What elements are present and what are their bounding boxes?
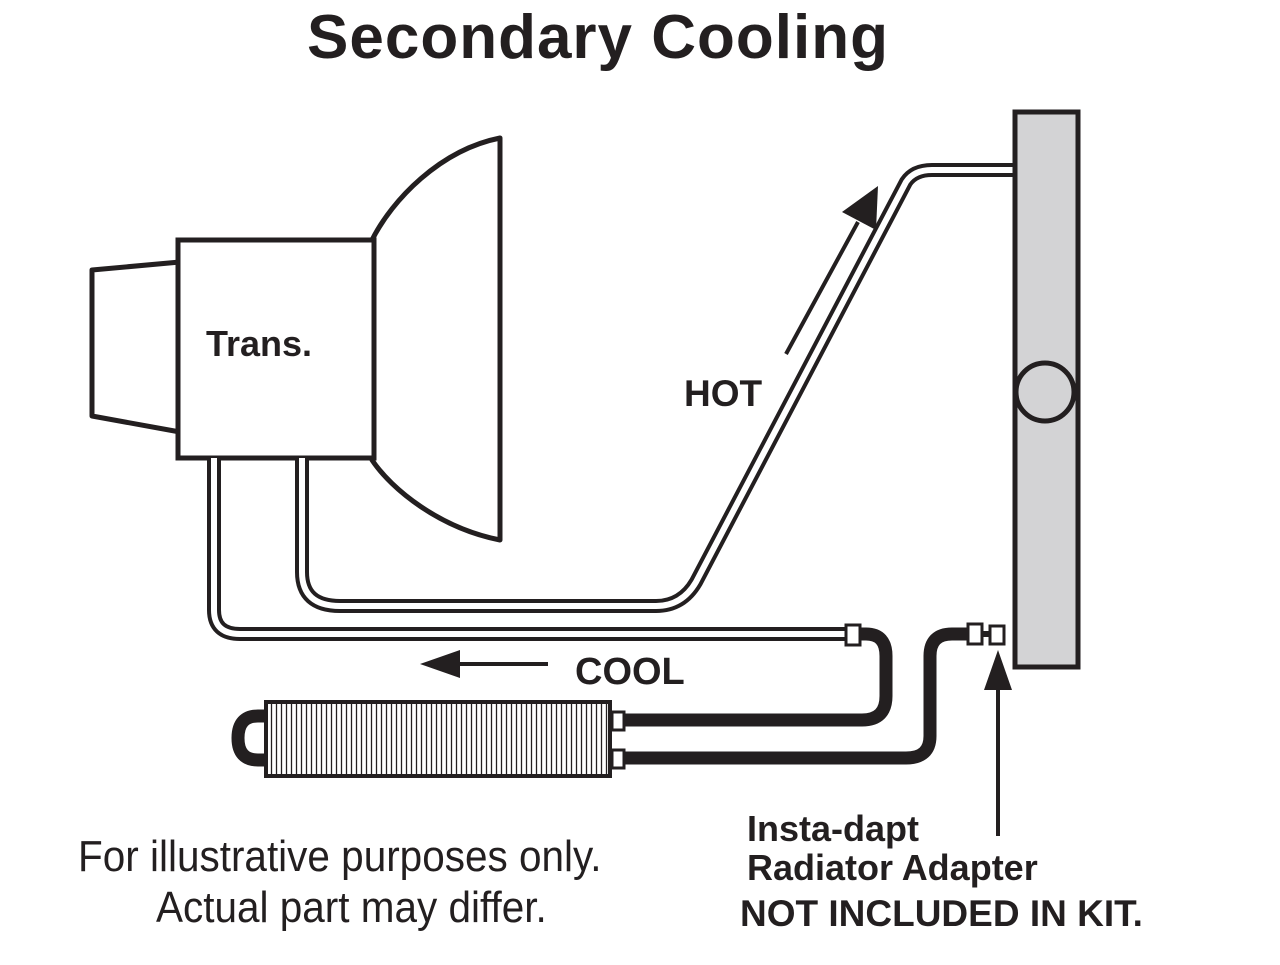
fitting-cooler-upper (610, 710, 626, 732)
diagram-title: Secondary Cooling (307, 3, 889, 72)
transmission-tailhousing (89, 259, 183, 435)
fitting-cooler-lower (610, 748, 626, 770)
hot-flow-label: HOT (684, 373, 763, 414)
adapter-note-line-2: Radiator Adapter (747, 847, 1038, 888)
cooler-hose-upper (620, 627, 893, 727)
fitting-adapter-a (966, 622, 984, 646)
cool-line-inner (211, 458, 852, 637)
disclaimer-line-1: For illustrative purposes only. (78, 832, 602, 881)
cool-arrow-head (420, 650, 460, 678)
radiator-cap (1013, 360, 1077, 424)
adapter-arrow-head (984, 650, 1012, 690)
transmission-box (175, 237, 377, 461)
cool-flow-label: COOL (575, 651, 685, 693)
hot-line-inner (299, 167, 1016, 609)
disclaimer-line-2: Actual part may differ. (156, 883, 547, 932)
hot-arrow-shaft (784, 221, 860, 355)
cooler-return-loop (231, 709, 270, 767)
hot-arrow-head (842, 186, 878, 230)
transmission-label: Trans. (206, 323, 313, 364)
fitting-adapter-b (988, 624, 1006, 646)
fitting-cool-line (844, 623, 862, 647)
bell-housing (369, 135, 503, 543)
transmission-cooler (264, 700, 612, 778)
adapter-note-line-3: NOT INCLUDED IN KIT. (740, 893, 1143, 934)
cooler-hose-lower (620, 627, 975, 765)
adapter-note-line-1: Insta-dapt (747, 808, 920, 849)
